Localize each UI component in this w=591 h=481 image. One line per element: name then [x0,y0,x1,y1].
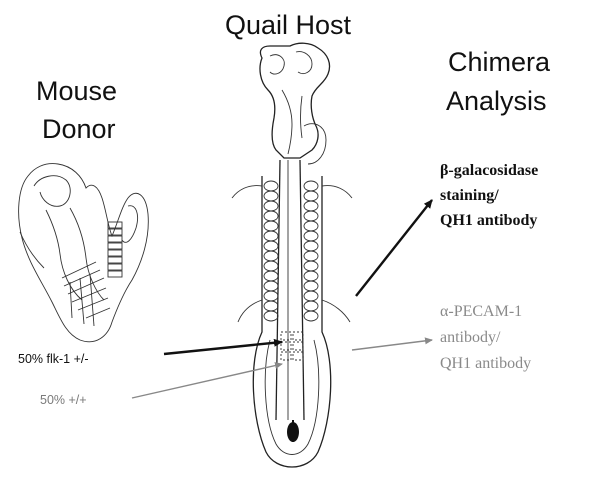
secondary-method-line3: QH1 antibody [440,355,531,372]
secondary-analysis-arrow [352,340,432,350]
primary-method-line1: β-galacosidase [440,162,538,179]
donor-heading-line1: Mouse [36,76,117,106]
secondary-method-line1: α-PECAM-1 [440,303,522,320]
analysis-heading-line1: Chimera [448,47,551,77]
flk-heterozygous-label: 50% flk-1 +/- [18,352,89,366]
primary-analysis-method: β-galacosidase staining/ QH1 antibody [440,162,538,229]
primary-method-line3: QH1 antibody [440,212,537,229]
host-heading: Quail Host [225,10,352,40]
mouse-embryo-illustration [19,164,149,342]
quail-embryo-illustration [232,43,352,467]
primary-analysis-arrow [356,200,432,296]
wildtype-injection-arrow [132,364,282,398]
secondary-analysis-method: α-PECAM-1 antibody/ QH1 antibody [440,303,531,372]
secondary-method-line2: antibody/ [440,329,501,346]
flk-injection-arrow [164,342,282,354]
analysis-heading-line2: Analysis [446,86,547,116]
primary-method-line2: staining/ [440,187,499,204]
wild-type-label: 50% +/+ [40,393,87,407]
donor-heading-line2: Donor [42,114,116,144]
